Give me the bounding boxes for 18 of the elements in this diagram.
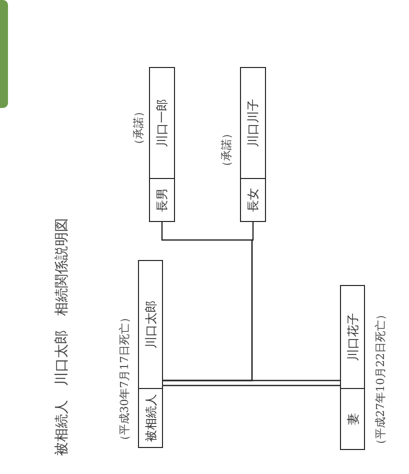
relation-label: 被相続人 [144,394,156,442]
person-name: 川口花子 [346,313,358,361]
family-line [162,380,341,386]
person-box [138,260,163,448]
person-box [340,285,365,450]
note-text: （平成27年10月22日死亡） [375,309,386,450]
person-name: 川口一郎 [156,99,168,147]
note-text: （承諾） [221,128,232,172]
relation-label: 妻 [346,413,358,425]
person-name: 川口川子 [247,99,259,147]
person-box [149,67,175,222]
person-name: 川口太郎 [144,300,156,348]
person-box [240,67,266,222]
note-text: （承諾） [133,106,144,150]
relation-label: 長女 [247,188,259,212]
diagram-title: 被相続人 川口太郎 相続関係説明図 [55,218,69,456]
note-text: （平成30年7月17日死亡） [119,312,130,446]
relation-label: 長男 [156,188,168,212]
